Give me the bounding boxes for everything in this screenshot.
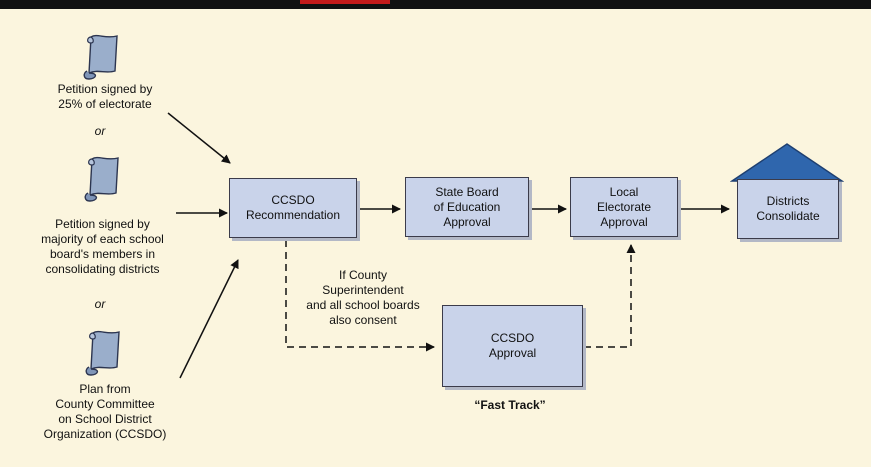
petition-boards-text: Petition signed by majority of each scho…	[41, 217, 164, 276]
fast-track-dashed-arrow-to-ccsdo-approval	[285, 240, 435, 352]
local-electorate-approval-box: Local Electorate Approval	[570, 177, 678, 237]
scroll-icon	[83, 34, 118, 80]
arrow-petition-electorate-to-recommendation	[167, 112, 231, 164]
top-bar-accent	[300, 0, 390, 4]
fast-track-dashed-arrow-to-local-electorate	[584, 244, 636, 348]
state-board-approval-box: State Board of Education Approval	[405, 177, 529, 237]
or-label: or	[94, 297, 106, 311]
fast-track-condition-text: If County Superintendent and all school …	[306, 268, 420, 327]
ccsdo-recommendation-box: CCSDO Recommendation	[229, 178, 357, 238]
scroll-icon	[84, 156, 119, 202]
house-roof-icon	[730, 143, 844, 182]
top-bar	[0, 0, 871, 9]
ccsdo-approval-box: CCSDO Approval	[442, 305, 583, 387]
scroll-icon	[85, 330, 120, 376]
or-label: or	[94, 124, 106, 138]
fast-track-label: “Fast Track”	[474, 398, 546, 412]
arrow-county-plan-to-recommendation	[179, 259, 239, 379]
districts-consolidate-box: Districts Consolidate	[737, 179, 839, 239]
county-plan-text: Plan from County Committee on School Dis…	[43, 382, 167, 441]
petition-electorate-text: Petition signed by 25% of electorate	[57, 82, 153, 111]
